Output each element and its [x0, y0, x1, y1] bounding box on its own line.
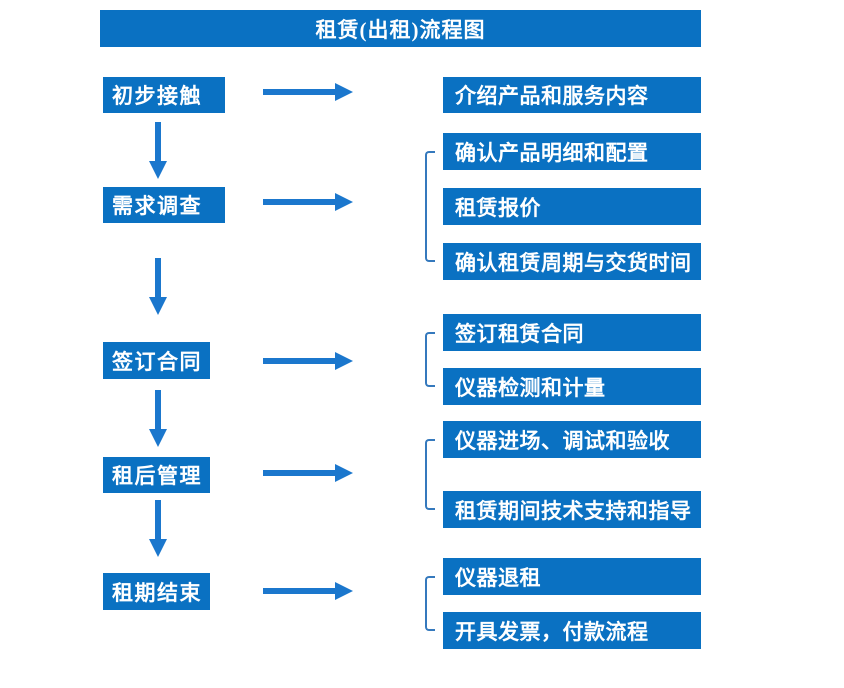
- step-box-initial-contact: 初步接触: [103, 77, 225, 113]
- arrow-right-icon: [263, 464, 353, 482]
- arrow-right-icon: [263, 352, 353, 370]
- detail-box-instrument-setup-acceptance: 仪器进场、调试和验收: [443, 421, 701, 458]
- step-box-post-rental-management: 租后管理: [103, 457, 210, 493]
- bracket-connector: [425, 439, 435, 510]
- detail-box-instrument-return: 仪器退租: [443, 558, 701, 595]
- detail-box-introduce-products: 介绍产品和服务内容: [443, 77, 701, 113]
- arrow-down-icon: [149, 390, 167, 447]
- detail-box-confirm-period-delivery: 确认租赁周期与交货时间: [443, 243, 701, 280]
- arrow-down-icon: [149, 258, 167, 315]
- arrow-right-icon: [263, 83, 353, 101]
- bracket-connector: [425, 332, 435, 387]
- step-box-needs-survey: 需求调查: [103, 187, 225, 223]
- arrow-down-icon: [149, 122, 167, 179]
- arrow-right-icon: [263, 582, 353, 600]
- arrow-right-icon: [263, 193, 353, 211]
- bracket-connector: [425, 151, 435, 262]
- step-box-rental-end: 租期结束: [103, 573, 210, 610]
- detail-box-tech-support: 租赁期间技术支持和指导: [443, 491, 701, 528]
- detail-box-sign-rental-contract: 签订租赁合同: [443, 314, 701, 351]
- bracket-connector: [425, 576, 435, 631]
- detail-box-invoice-payment: 开具发票，付款流程: [443, 612, 701, 649]
- detail-box-rental-quote: 租赁报价: [443, 188, 701, 225]
- detail-box-confirm-product-config: 确认产品明细和配置: [443, 133, 701, 170]
- step-box-sign-contract: 签订合同: [103, 342, 210, 379]
- diagram-title: 租赁(出租)流程图: [100, 10, 701, 47]
- arrow-down-icon: [149, 500, 167, 557]
- detail-box-instrument-testing: 仪器检测和计量: [443, 368, 701, 405]
